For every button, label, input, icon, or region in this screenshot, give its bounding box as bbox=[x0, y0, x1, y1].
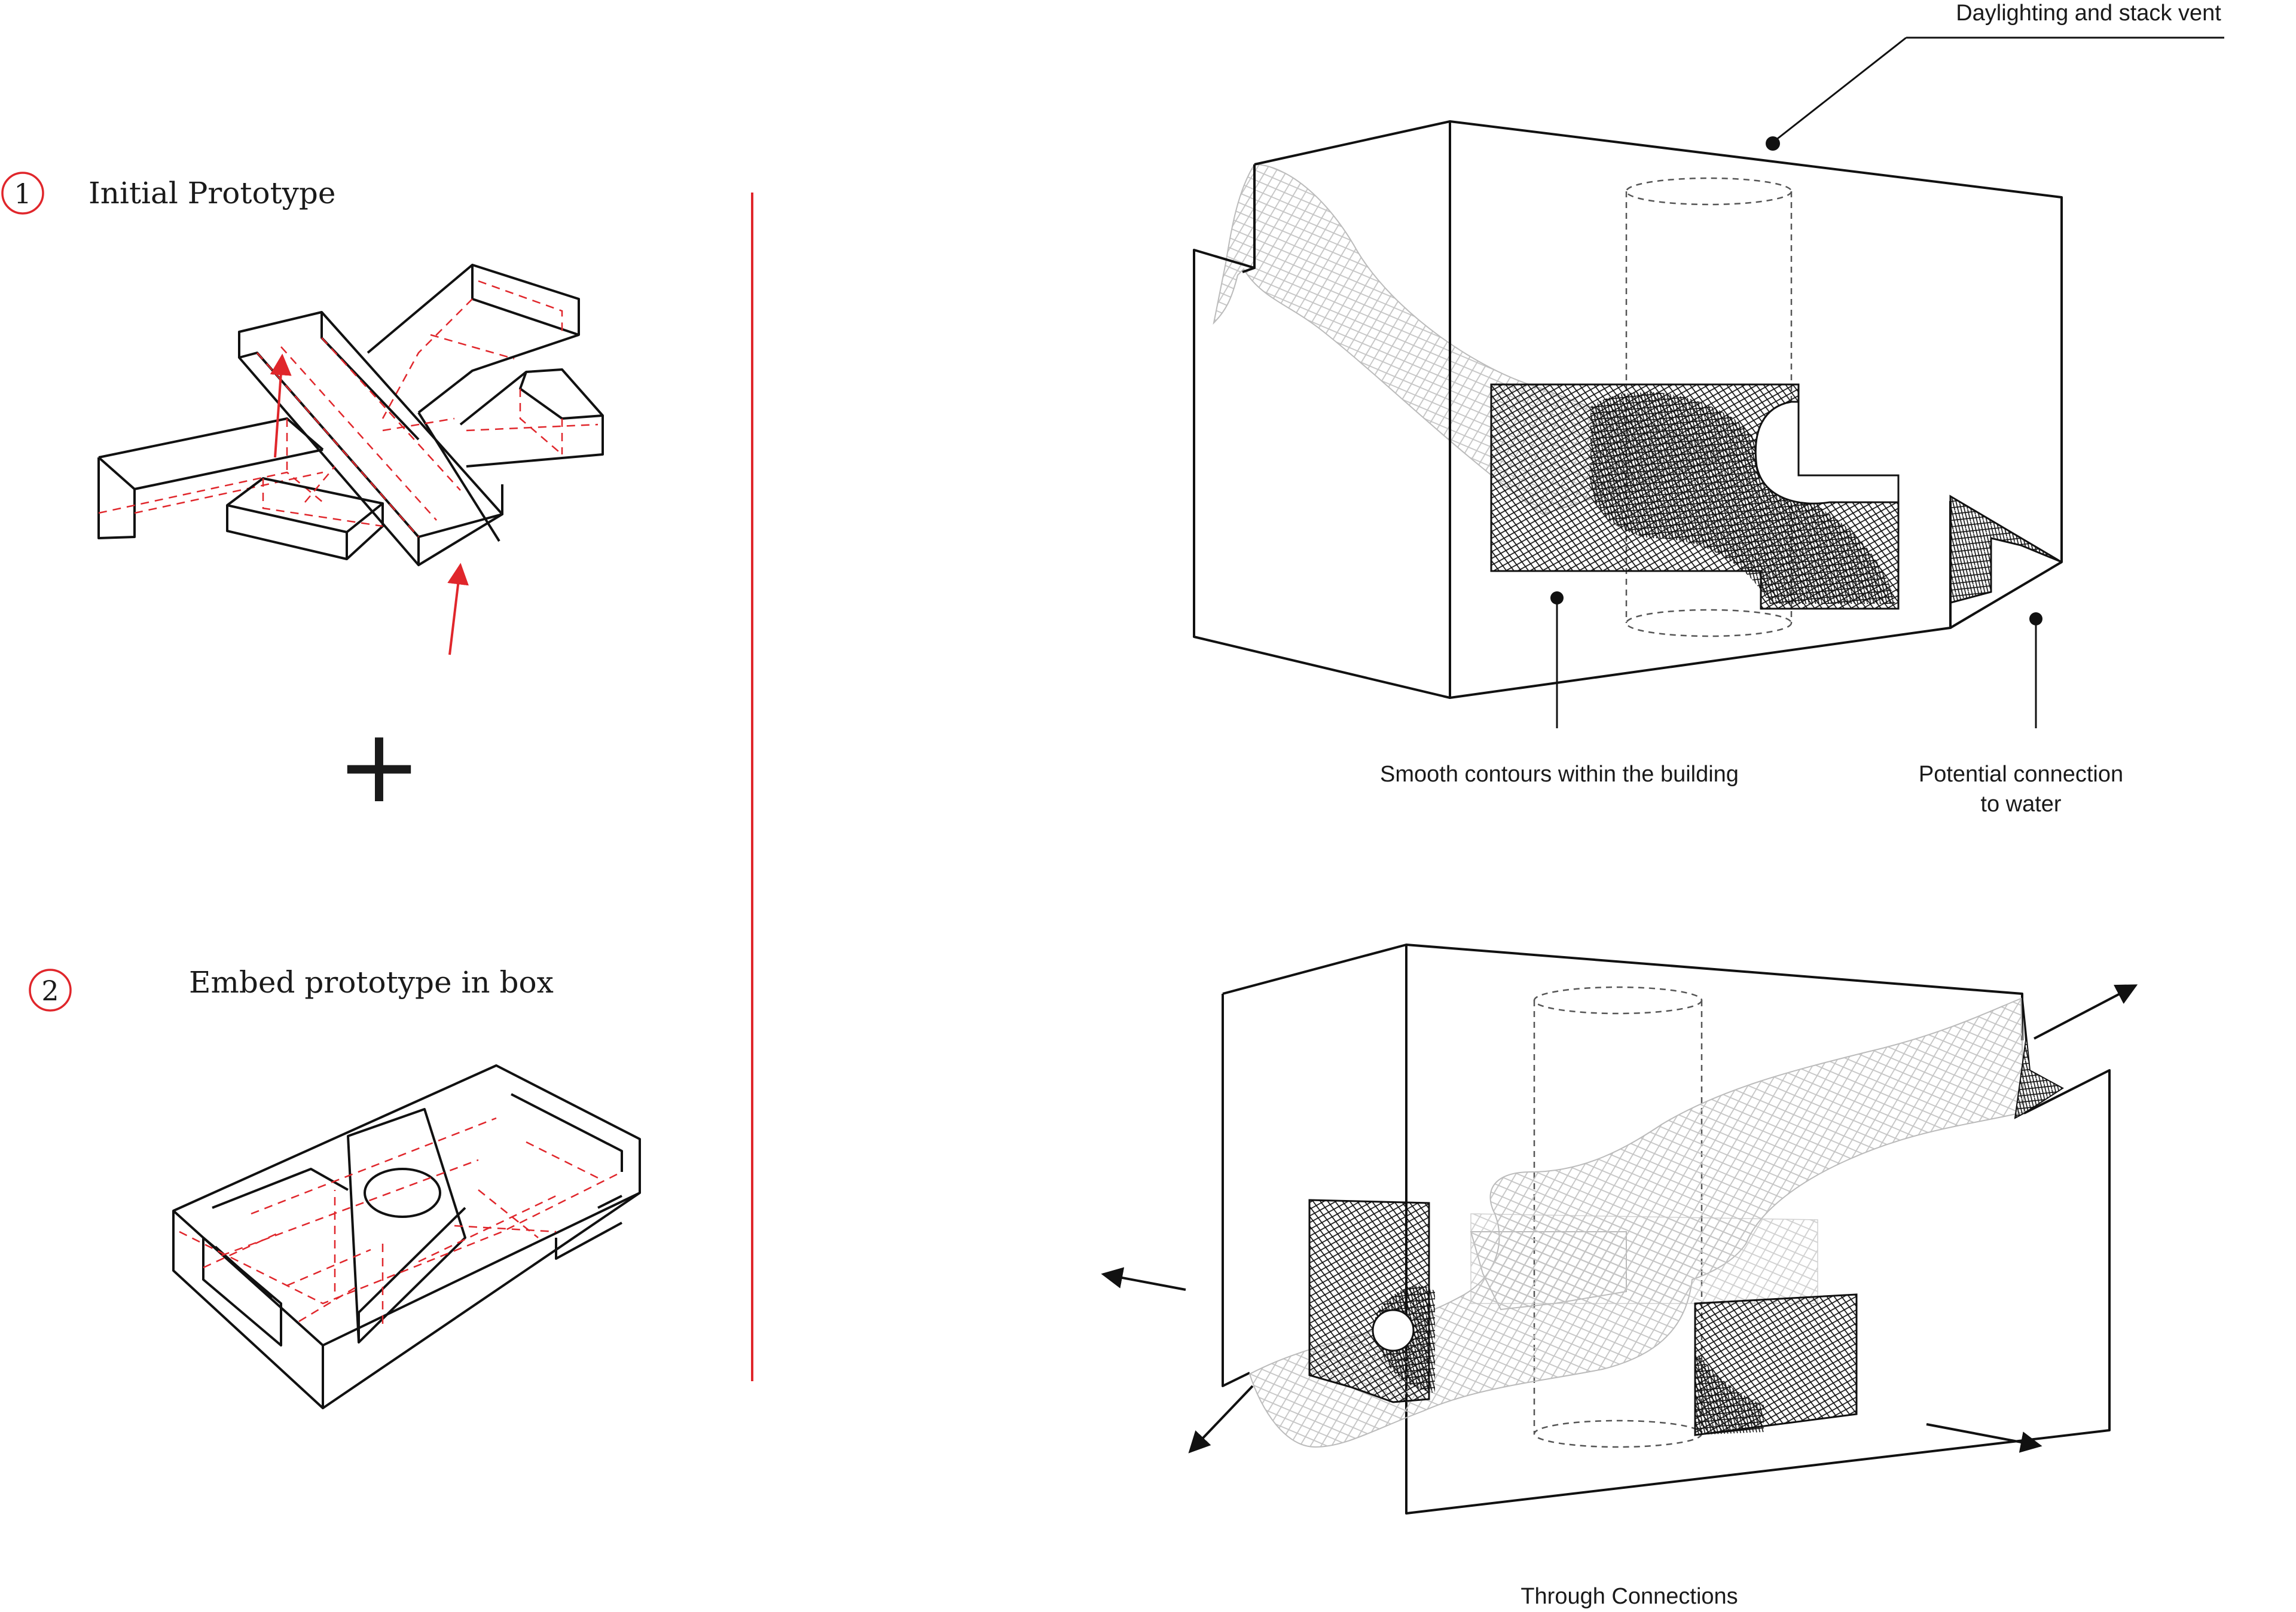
step-2-number: 2 bbox=[41, 975, 59, 1007]
embedded-box-drawing bbox=[172, 1064, 641, 1409]
through-connections-caption: Through Connections bbox=[1521, 1584, 1738, 1609]
step-1-number: 1 bbox=[14, 178, 31, 210]
water-annotation-line1: Potential connection bbox=[1919, 762, 2123, 787]
flow-arrow-down-left bbox=[1188, 1385, 1254, 1454]
initial-prototype-drawing bbox=[97, 264, 604, 655]
contours-annotation: Smooth contours within the building bbox=[1380, 762, 1739, 787]
skylight-opening bbox=[364, 1168, 441, 1218]
water-annotation-line2: to water bbox=[1980, 792, 2062, 817]
flow-arrow-left bbox=[1101, 1267, 1186, 1291]
model-top: Daylighting and stack vent Smooth contou… bbox=[1193, 1, 2224, 817]
model-bottom: Through Connections bbox=[1101, 944, 2138, 1609]
circulation-arrow-up bbox=[270, 353, 292, 458]
step-2-header: 2 Embed prototype in box bbox=[29, 965, 554, 1012]
plus-symbol: + bbox=[337, 707, 422, 826]
step-1-title: Initial Prototype bbox=[88, 176, 336, 210]
beam-diagonal-downright bbox=[238, 311, 503, 566]
step-1-badge bbox=[1, 172, 44, 215]
step-1-header: 1 Initial Prototype bbox=[1, 172, 336, 215]
step-2-title: Embed prototype in box bbox=[189, 965, 554, 1000]
beam-diagonal-upright bbox=[367, 264, 580, 542]
slab-front bbox=[226, 466, 384, 560]
vent-annotation: Daylighting and stack vent bbox=[1956, 1, 2221, 26]
flow-arrow-up-right bbox=[2034, 984, 2138, 1040]
flow-arrow-right bbox=[1926, 1423, 2042, 1453]
water-connection-mesh bbox=[1949, 494, 2062, 604]
step-2-badge bbox=[29, 969, 72, 1012]
beam-right-wing bbox=[459, 368, 604, 468]
circulation-arrow-entry bbox=[447, 563, 469, 655]
